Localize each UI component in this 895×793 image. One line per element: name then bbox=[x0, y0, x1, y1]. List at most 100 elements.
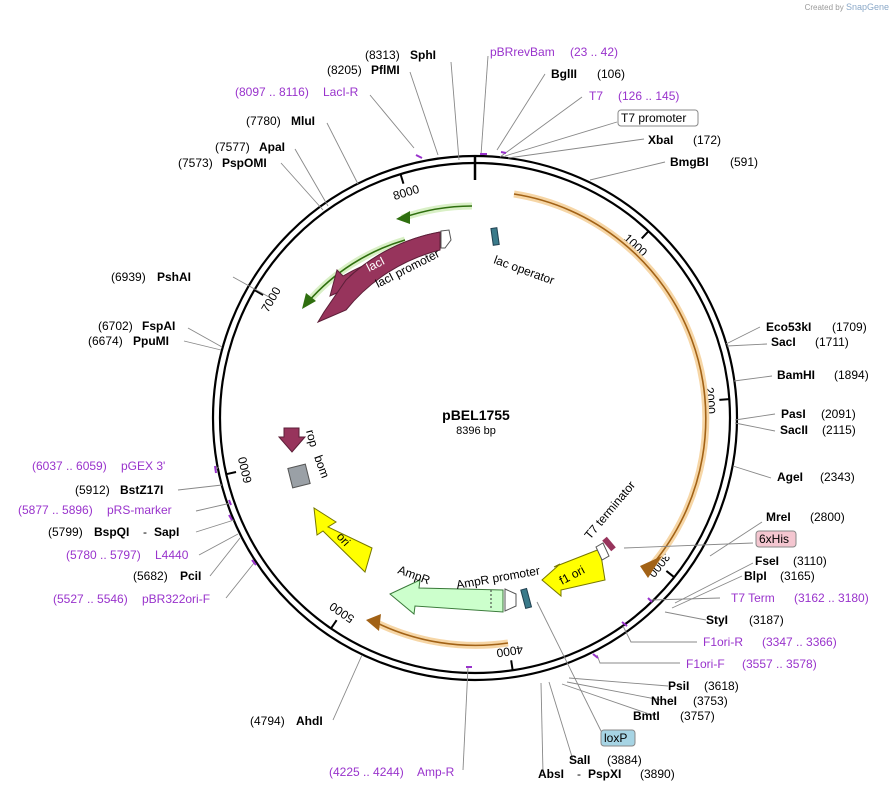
site-name-blpi: BlpI bbox=[744, 569, 767, 583]
primer-range-t7: (126 .. 145) bbox=[618, 89, 679, 103]
site-pos-fsei: (3110) bbox=[793, 554, 827, 568]
site-pos-mrei: (2800) bbox=[810, 510, 845, 524]
primer-name-t7: T7 bbox=[589, 89, 603, 103]
primer-range-amp-r: (4225 .. 4244) bbox=[329, 765, 404, 779]
ruler-tick-label: 7000 bbox=[258, 284, 284, 314]
primer-name-amp-r: Amp-R bbox=[417, 765, 455, 779]
his-tag-mark bbox=[602, 536, 616, 552]
orange-orf-arrowhead-2 bbox=[366, 614, 381, 631]
site-pos-ppumi: (6674) bbox=[88, 334, 123, 348]
site-name-sapi: SapI bbox=[154, 525, 179, 539]
primer-range-f1ori-f: (3557 .. 3578) bbox=[742, 657, 817, 671]
site-pos-pshai: (6939) bbox=[111, 270, 146, 284]
plasmid-length: 8396 bp bbox=[456, 425, 496, 437]
boxed-t7-promoter: T7 promoter bbox=[621, 111, 686, 125]
site-name-sali: SalI bbox=[569, 753, 590, 767]
ruler-tick bbox=[399, 173, 405, 184]
primer-name-f1ori-f: F1ori-F bbox=[686, 657, 725, 671]
primer-range-pbr322ori-f: (5527 .. 5546) bbox=[53, 592, 128, 606]
ruler-tick bbox=[665, 570, 675, 578]
site-pos-pflmi: (8205) bbox=[327, 63, 362, 77]
boxed-loxp: loxP bbox=[604, 731, 627, 745]
site-pos-sali: (3884) bbox=[607, 753, 642, 767]
site-pos-mlui: (7780) bbox=[246, 114, 281, 128]
site-pos-fspai: (6702) bbox=[98, 319, 133, 333]
site-pos-bspqi: (5799) bbox=[48, 525, 83, 539]
site-pos-sacii: (2115) bbox=[822, 423, 856, 437]
primer-name-prs-marker: pRS-marker bbox=[107, 503, 172, 517]
site-name-bmti: BmtI bbox=[633, 709, 660, 723]
snapgene-credit: Created by SnapGene bbox=[805, 2, 889, 12]
boxed-labels: T7 promoter 6xHis loxP bbox=[600, 109, 797, 747]
site-pos-psii: (3618) bbox=[704, 679, 739, 693]
site-name-psii: PsiI bbox=[668, 679, 689, 693]
label-bom: bom bbox=[311, 453, 332, 480]
site-name-bamhi: BamHI bbox=[777, 368, 815, 382]
site-name-pspomi: PspOMI bbox=[222, 156, 267, 170]
site-sep-absi: - bbox=[577, 767, 581, 781]
bom-box bbox=[287, 463, 311, 489]
site-pos-ahdi: (4794) bbox=[250, 714, 285, 728]
primer-range-prs-marker: (5877 .. 5896) bbox=[18, 503, 93, 517]
label-t7-terminator: T7 terminator bbox=[582, 478, 639, 542]
ampr-operator bbox=[520, 587, 533, 610]
site-name-bmgbi: BmgBI bbox=[670, 155, 709, 169]
ruler-tick bbox=[640, 230, 650, 240]
site-pos-bglii: (106) bbox=[597, 67, 625, 81]
site-pos-bmgbi: (591) bbox=[730, 155, 758, 169]
site-name-bspqi: BspQI bbox=[94, 525, 129, 539]
site-pos-bamhi: (1894) bbox=[834, 368, 869, 382]
site-name-fsei: FseI bbox=[755, 554, 779, 568]
site-pos-saci: (1711) bbox=[815, 335, 849, 349]
site-name-xbai: XbaI bbox=[648, 133, 673, 147]
ruler-tick bbox=[226, 471, 237, 476]
primer-name-t7-term: T7 Term bbox=[731, 591, 775, 605]
primer-range-laci-r: (8097 .. 8116) bbox=[235, 85, 309, 99]
ori-arrow bbox=[313, 507, 373, 573]
site-name-styi: StyI bbox=[706, 613, 728, 627]
green-orf-arrowhead-1 bbox=[396, 211, 410, 224]
ruler-tick-label: 8000 bbox=[391, 182, 421, 203]
green-orf-arc-1 bbox=[400, 202, 473, 222]
site-name-pshai: PshAI bbox=[157, 270, 191, 284]
site-pos-styi: (3187) bbox=[749, 613, 784, 627]
plasmid-title: pBEL1755 8396 bp bbox=[442, 407, 510, 437]
ruler-tick bbox=[719, 398, 730, 401]
t7-terminator-mark bbox=[595, 542, 610, 561]
site-name-pcii: PciI bbox=[180, 569, 201, 583]
site-pos-pspxi: (3890) bbox=[640, 767, 675, 781]
snapgene-logo: SnapGene bbox=[845, 2, 889, 12]
site-name-bglii: BglII bbox=[551, 67, 577, 81]
label-rop: rop bbox=[303, 428, 321, 449]
site-name-bstz17i: BstZ17I bbox=[120, 483, 163, 497]
primer-labels: pBRrevBam (23 .. 42) (8097 .. 8116) LacI… bbox=[18, 45, 869, 779]
site-name-absi: AbsI bbox=[538, 767, 564, 781]
primer-range-pgex: (6037 .. 6059) bbox=[32, 459, 107, 473]
leader-lines bbox=[177, 55, 776, 774]
primer-range-l4440: (5780 .. 5797) bbox=[66, 548, 141, 562]
ampr-arrow bbox=[389, 579, 504, 615]
site-name-sacii: SacII bbox=[780, 423, 808, 437]
site-pos-sphi: (8313) bbox=[365, 48, 400, 62]
primer-range-t7-term: (3162 .. 3180) bbox=[794, 591, 869, 605]
feature-arcs bbox=[302, 190, 710, 649]
site-name-ppumi: PpuMI bbox=[133, 334, 169, 348]
site-pos-apai: (7577) bbox=[215, 140, 250, 154]
site-name-pasi: PasI bbox=[781, 407, 806, 421]
site-pos-nhei: (3753) bbox=[693, 694, 728, 708]
site-name-pflmi: PflMI bbox=[371, 63, 400, 77]
ruler-tick-label: 6000 bbox=[235, 455, 255, 484]
site-pos-eco53ki: (1709) bbox=[832, 320, 867, 334]
ruler-tick bbox=[330, 619, 338, 629]
label-lac-operator: lac operator bbox=[492, 253, 556, 288]
rop-arrow bbox=[277, 427, 307, 453]
credit-text: Created by bbox=[804, 3, 844, 12]
site-pos-bmti: (3757) bbox=[680, 709, 715, 723]
site-labels: (8313) SphI (8205) PflMI (7780) MluI (75… bbox=[48, 48, 869, 781]
site-name-eco53ki: Eco53kI bbox=[766, 320, 811, 334]
site-name-apai: ApaI bbox=[259, 140, 285, 154]
site-pos-pcii: (5682) bbox=[133, 569, 168, 583]
label-ampr-promoter: AmpR promoter bbox=[455, 563, 541, 591]
site-name-nhei: NheI bbox=[651, 694, 677, 708]
